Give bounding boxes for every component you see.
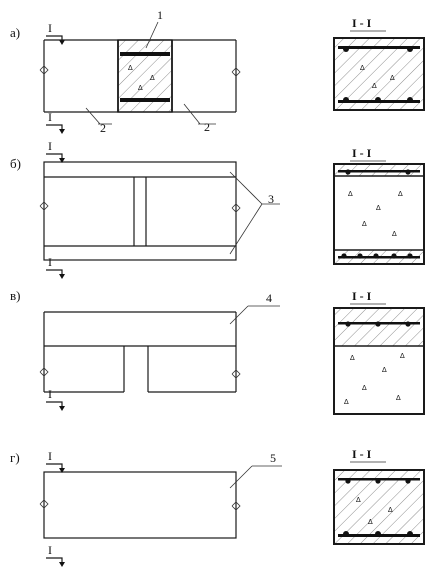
cut-mark-a-bottom-label: I (48, 110, 52, 124)
svg-text:∆: ∆ (137, 84, 143, 92)
cut-mark-b-top: I (46, 139, 65, 163)
callout-1-label: 1 (157, 8, 163, 22)
section-d-title: I - I (352, 447, 372, 461)
svg-text:∆: ∆ (387, 506, 393, 514)
row-a-letter: а) (10, 25, 20, 40)
cut-mark-b-top-label: I (48, 139, 52, 153)
callout-2-left-label: 2 (100, 121, 106, 135)
section-d: I - I ∆ ∆ ∆ (333, 447, 425, 545)
svg-text:∆: ∆ (355, 496, 361, 504)
callout-1: 1 (145, 8, 163, 49)
section-a-title: I - I (352, 16, 372, 30)
row-c-letter: в) (10, 288, 20, 303)
svg-text:∆: ∆ (361, 220, 367, 228)
cut-mark-a-top: I (46, 21, 65, 45)
callout-2-left: 2 (85, 107, 112, 135)
svg-text:∆: ∆ (127, 64, 133, 72)
callout-5: 5 (229, 451, 282, 489)
plan-a: ∆ ∆ ∆ (39, 39, 241, 113)
svg-text:∆: ∆ (359, 64, 365, 72)
insert-rebar-bottom (120, 98, 170, 102)
section-c: I - I ∆ ∆ ∆ ∆ ∆ ∆ (333, 289, 425, 415)
svg-text:∆: ∆ (399, 352, 405, 360)
svg-text:∆: ∆ (149, 74, 155, 82)
row-d: г) I 5 I I - I (10, 447, 425, 567)
callout-3-label: 3 (268, 192, 274, 206)
callout-4-label: 4 (266, 291, 272, 305)
cut-mark-d-bottom: I (46, 543, 65, 567)
svg-text:∆: ∆ (397, 190, 403, 198)
cut-mark-b-bottom: I (46, 255, 65, 279)
callout-2-right-label: 2 (204, 120, 210, 134)
svg-text:∆: ∆ (371, 82, 377, 90)
callout-3: 3 (229, 171, 280, 255)
svg-text:∆: ∆ (367, 518, 373, 526)
svg-text:∆: ∆ (381, 366, 387, 374)
callout-5-label: 5 (270, 451, 276, 465)
row-b-letter: б) (10, 156, 21, 171)
svg-text:∆: ∆ (361, 384, 367, 392)
plan-d (39, 471, 241, 539)
plan-b (39, 161, 241, 261)
row-b: б) I 3 I I - I (10, 139, 425, 279)
section-a: I - I ∆ ∆ ∆ (333, 16, 425, 111)
section-b-title: I - I (352, 146, 372, 160)
svg-text:∆: ∆ (349, 354, 355, 362)
row-c: в) 4 I I I - I (10, 288, 425, 415)
callout-2-right: 2 (183, 103, 216, 134)
svg-text:∆: ∆ (347, 190, 353, 198)
svg-text:∆: ∆ (343, 398, 349, 406)
callout-4: 4 (229, 291, 280, 325)
section-c-title: I - I (352, 289, 372, 303)
plan-c (39, 311, 241, 393)
row-d-letter: г) (10, 450, 20, 465)
cut-mark-d-bottom-label: I (48, 543, 52, 557)
svg-text:∆: ∆ (395, 394, 401, 402)
cut-mark-a-bottom: I (46, 110, 65, 134)
cut-mark-b-bottom-label: I (48, 255, 52, 269)
insert-rebar-top (120, 52, 170, 56)
section-b: I - I ∆ ∆ ∆ ∆ ∆ (333, 146, 425, 265)
cut-mark-c-bottom: I (46, 387, 65, 411)
svg-text:∆: ∆ (391, 230, 397, 238)
svg-text:∆: ∆ (389, 74, 395, 82)
svg-text:∆: ∆ (375, 204, 381, 212)
cut-mark-d-top-label: I (48, 449, 52, 463)
cut-mark-a-top-label: I (48, 21, 52, 35)
cut-mark-d-top: I (46, 449, 65, 473)
row-a: а) I ∆ ∆ ∆ 1 (10, 8, 425, 135)
cut-mark-c-bottom-label: I (48, 387, 52, 401)
